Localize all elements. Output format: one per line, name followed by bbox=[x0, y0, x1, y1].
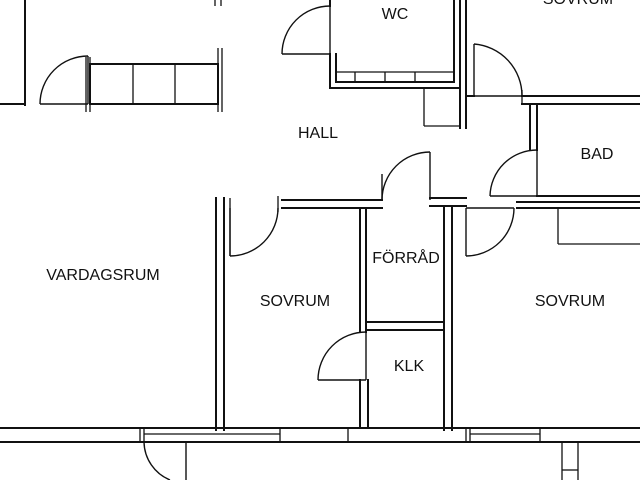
room-label-sovrum-top: SOVRUM bbox=[543, 0, 613, 8]
room-label-sovrum-right: SOVRUM bbox=[535, 293, 605, 310]
room-label-sovrum-mid: SOVRUM bbox=[260, 293, 330, 310]
room-label-klk: KLK bbox=[394, 358, 425, 375]
room-label-wc: WC bbox=[382, 6, 409, 23]
room-label-forrad: FÖRRÅD bbox=[372, 248, 440, 267]
storage-block bbox=[281, 151, 467, 431]
bedroom-top-door bbox=[465, 43, 640, 105]
living-room-door bbox=[39, 55, 89, 105]
bedroom-mid-walls bbox=[215, 196, 279, 431]
bathroom-walls bbox=[489, 103, 640, 209]
wardrobe-unit bbox=[85, 48, 223, 112]
bottom-right-stub bbox=[561, 442, 579, 480]
bottom-exterior-wall bbox=[0, 427, 640, 443]
room-label-hall: HALL bbox=[298, 125, 338, 142]
room-label-vardagsrum: VARDAGSRUM bbox=[46, 267, 160, 284]
bedroom-right-door bbox=[465, 207, 640, 257]
room-label-bad: BAD bbox=[581, 146, 614, 163]
balcony-door bbox=[143, 441, 187, 480]
klk-door bbox=[317, 331, 369, 429]
wc-walls bbox=[281, 0, 467, 129]
top-left-walls bbox=[0, 0, 222, 106]
